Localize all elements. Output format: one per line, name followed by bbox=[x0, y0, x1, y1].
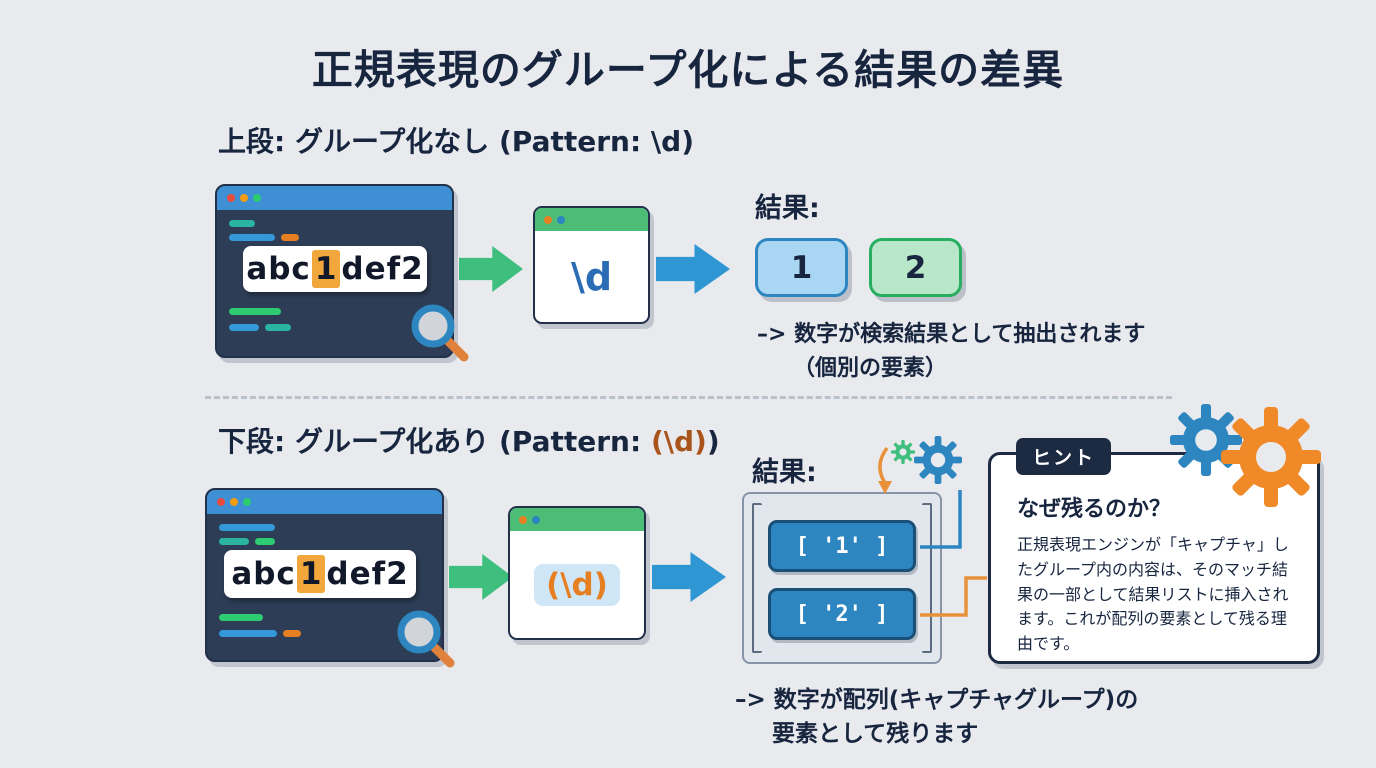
pattern-body: \d bbox=[535, 231, 648, 322]
sample-text-part: def2 bbox=[326, 556, 409, 592]
result-chip-2: 2 bbox=[869, 238, 962, 297]
code-line bbox=[265, 324, 291, 331]
array-item-2-value: [ '2' ] bbox=[795, 601, 889, 627]
result-chip-1: 1 bbox=[755, 238, 848, 297]
pattern-window-bottom: (\d) bbox=[508, 506, 646, 640]
gear-icon-small-green bbox=[891, 440, 915, 464]
sample-text-part: def2 bbox=[341, 251, 424, 287]
top-note-line2: （個別の要素） bbox=[793, 356, 948, 381]
window-dot-red bbox=[227, 194, 235, 202]
hint-title: なぜ残るのか？ bbox=[1017, 497, 1172, 522]
top-note-line1: –> 数字が検索結果として抽出されます bbox=[757, 322, 1146, 347]
array-item-1-value: [ '1' ] bbox=[795, 533, 889, 559]
code-line bbox=[255, 538, 275, 545]
text-highlight: 1 bbox=[296, 555, 326, 593]
bottom-note-line1: –> 数字が配列(キャプチャグループ)の bbox=[735, 687, 1139, 713]
window-dot-green bbox=[253, 194, 261, 202]
gear-icon-small-blue bbox=[914, 436, 962, 484]
pattern-text: \d bbox=[570, 254, 613, 299]
result-array-box: [ '1' ] [ '2' ] bbox=[742, 492, 942, 664]
section-top-label: 上段: グループ化なし (Pattern: \d) bbox=[218, 125, 694, 158]
array-item-1: [ '1' ] bbox=[768, 520, 916, 572]
window-dot-orange bbox=[519, 515, 527, 524]
result-label-bottom: 結果: bbox=[752, 457, 817, 488]
flow-arrow-blue bbox=[656, 244, 730, 294]
text-highlight: 1 bbox=[311, 250, 341, 288]
section-divider bbox=[205, 396, 1172, 399]
window-dot-red bbox=[217, 498, 225, 506]
window-dot-blue bbox=[557, 215, 565, 224]
flow-arrow-green bbox=[449, 554, 513, 600]
magnifier-icon bbox=[397, 610, 455, 668]
pattern-titlebar bbox=[510, 508, 644, 531]
window-dot-yellow bbox=[240, 194, 248, 202]
bottom-note-line2: 要素として残ります bbox=[772, 721, 979, 747]
flow-arrow-blue bbox=[652, 552, 726, 602]
flow-arrow-green bbox=[459, 246, 523, 292]
code-line bbox=[229, 234, 275, 241]
window-dot-blue bbox=[532, 515, 540, 524]
result-label-top: 結果: bbox=[755, 193, 820, 224]
sample-text-part: abc bbox=[246, 251, 311, 287]
section-bottom-label: 下段: グループ化あり (Pattern: (\d)) bbox=[218, 420, 720, 460]
pattern-window-top: \d bbox=[533, 206, 650, 324]
code-line bbox=[229, 308, 281, 315]
hint-body: 正規表現エンジンが「キャプチャ」したグループ内の内容は、そのマッチ結果の一部とし… bbox=[1017, 535, 1289, 654]
code-line bbox=[219, 630, 277, 637]
hint-tab-label: ヒント bbox=[1032, 447, 1096, 469]
editor-titlebar bbox=[217, 186, 452, 210]
window-dot-orange bbox=[544, 215, 552, 224]
hint-tab: ヒント bbox=[1016, 438, 1112, 475]
window-dot-green bbox=[243, 498, 251, 506]
bottom-label-pattern: (\d) bbox=[650, 425, 707, 458]
diagram-title: 正規表現のグループ化による結果の差異 bbox=[311, 46, 1065, 94]
result-chip-1-value: 1 bbox=[790, 249, 813, 286]
sample-text-part: abc bbox=[231, 556, 296, 592]
gear-icon-orange bbox=[1221, 407, 1321, 507]
code-line bbox=[229, 220, 255, 227]
code-line bbox=[283, 630, 301, 637]
code-line bbox=[219, 614, 263, 621]
pattern-body: (\d) bbox=[510, 531, 644, 638]
result-chip-2-value: 2 bbox=[904, 249, 927, 286]
code-line bbox=[281, 234, 299, 241]
bottom-label-suffix: ) bbox=[706, 425, 720, 458]
array-item-2: [ '2' ] bbox=[768, 588, 916, 640]
pattern-text: (\d) bbox=[534, 563, 620, 606]
code-line bbox=[219, 524, 275, 531]
editor-titlebar bbox=[207, 490, 442, 514]
bottom-label-prefix: 下段: グループ化あり (Pattern: bbox=[218, 425, 651, 458]
code-line bbox=[219, 538, 249, 545]
code-line bbox=[229, 324, 259, 331]
pattern-titlebar bbox=[535, 208, 648, 231]
magnifier-icon bbox=[411, 304, 469, 362]
window-dot-yellow bbox=[230, 498, 238, 506]
